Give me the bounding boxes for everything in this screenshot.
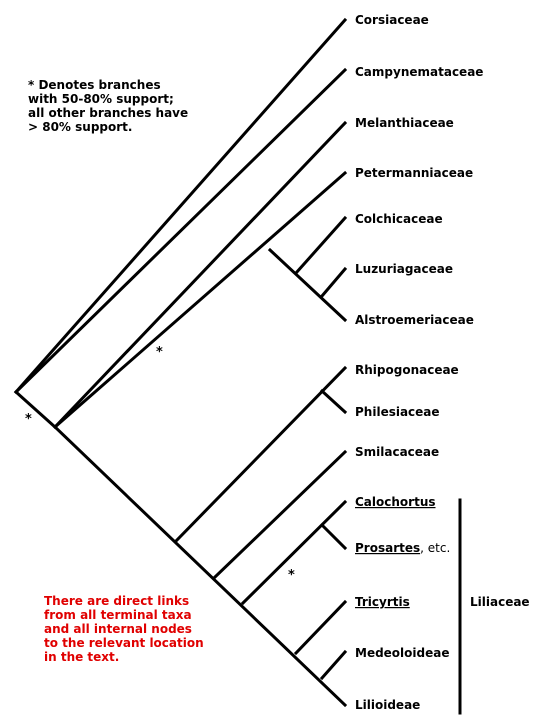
legend-line: > 80% support.: [28, 120, 133, 134]
taxon-lilioideae[interactable]: Lilioideae: [355, 698, 420, 712]
taxon-prosartes-suffix: , etc.: [420, 541, 450, 555]
legend-line: all other branches have: [28, 106, 189, 120]
branch-melanthiaceae[interactable]: [52, 120, 348, 430]
branch-colchicaceae[interactable]: [293, 215, 348, 276]
branch-petermanniaceae[interactable]: [52, 170, 348, 430]
links-note-line: There are direct links: [44, 594, 190, 608]
support-marker: *: [288, 568, 295, 583]
legend-line: with 50-80% support;: [28, 92, 174, 106]
links-note-line: and all internal nodes: [44, 622, 192, 636]
taxon-luzuriagaceae[interactable]: Luzuriagaceae: [355, 262, 453, 276]
branch-alstroemeriaceae[interactable]: [267, 247, 348, 323]
branch-prosartes[interactable]: [319, 522, 348, 551]
taxon-smilacaceae[interactable]: Smilacaceae: [355, 445, 439, 459]
taxon-colchicaceae[interactable]: Colchicaceae: [355, 212, 443, 226]
branch-corsiaceae[interactable]: [13, 17, 348, 395]
branch-smilacaceae[interactable]: [211, 449, 348, 581]
branch-medeoloideae[interactable]: [319, 649, 348, 681]
support-legend: * Denotes branches with 50-80% support; …: [28, 78, 238, 134]
taxon-campynemataceae[interactable]: Campynemataceae: [355, 65, 483, 79]
taxon-alstroemeriaceae[interactable]: Alstroemeriaceae: [355, 313, 474, 327]
taxon-medeoloideae[interactable]: Medeoloideae: [355, 646, 450, 660]
branch-root-to-node[interactable]: [13, 389, 58, 430]
branch-campynemataceae[interactable]: [13, 67, 348, 395]
legend-line: * Denotes branches: [28, 78, 161, 92]
support-marker: *: [25, 412, 32, 427]
taxon-melanthiaceae[interactable]: Melanthiaceae: [355, 116, 454, 130]
branch-calochortus[interactable]: [240, 499, 348, 606]
links-note: There are direct links from all terminal…: [44, 594, 234, 664]
branch-luzuriagaceae[interactable]: [319, 266, 348, 299]
taxon-rhipogonaceae[interactable]: Rhipogonaceae: [355, 363, 459, 377]
branch-rhipogonaceae[interactable]: [173, 365, 348, 544]
links-note-line: in the text.: [44, 650, 120, 664]
taxon-prosartes[interactable]: Prosartes: [355, 541, 420, 555]
taxon-petermanniaceae[interactable]: Petermanniaceae: [355, 166, 473, 180]
taxon-tricyrtis[interactable]: Tricyrtis: [355, 595, 410, 609]
taxon-prosartes-row: Prosartes, etc.: [355, 541, 450, 555]
branch-tricyrtis[interactable]: [293, 599, 348, 656]
taxon-calochortus[interactable]: Calochortus: [355, 495, 436, 509]
taxon-philesiaceae[interactable]: Philesiaceae: [355, 405, 440, 419]
links-note-line: from all terminal taxa: [44, 608, 192, 622]
clade-liliaceae[interactable]: Liliaceae: [470, 595, 530, 609]
branch-philesiaceae[interactable]: [319, 388, 348, 415]
support-marker: *: [156, 345, 163, 360]
branch-lilioideae[interactable]: [52, 424, 348, 708]
taxon-corsiaceae[interactable]: Corsiaceae: [355, 13, 429, 27]
links-note-line: to the relevant location: [44, 636, 204, 650]
